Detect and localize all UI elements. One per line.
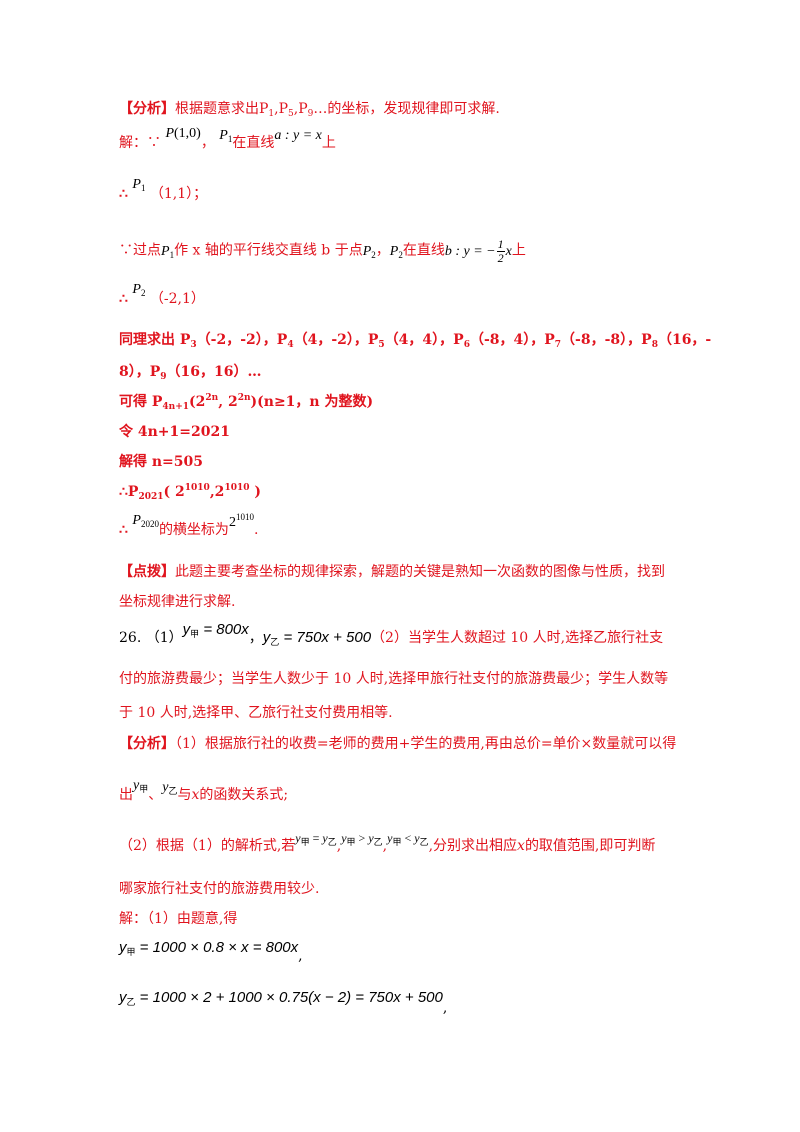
solution-line-10: ∴P2021( 21010,21010 ) xyxy=(119,483,261,502)
solution-line-1: 解：∵ P(1,0)， P1在直线a : y = x上 xyxy=(119,126,336,151)
tip-line-2: 坐标规律进行求解. xyxy=(119,594,236,610)
tip-tag: 【点拨】 xyxy=(119,564,175,580)
q26-analysis-line-1: 【分析】（1）根据旅行社的收费=老师的费用+学生的费用,再由总价=单价×数量就可… xyxy=(119,736,677,752)
solution-line-6: 8），P9（16，16）… xyxy=(119,364,262,382)
q26-solution-line-2: y甲 = 1000 × 0.8 × x = 800x, xyxy=(119,939,303,964)
q26-answer-line-2: 付的旅游费最少；当学生人数少于 10 人时,选择甲旅行社支付的旅游费最少；学生人… xyxy=(119,671,669,687)
q26-answer-line-1: 26. （1）y甲 = 800x，y乙 = 750x + 500（2）当学生人数… xyxy=(119,621,664,647)
solution-line-7: 可得 P4n+1(22n, 22n)(n≥1，n 为整数) xyxy=(119,393,374,412)
solution-line-11: ∴ P2020的横坐标为21010. xyxy=(119,512,259,539)
line-a-equation: a : y = x xyxy=(274,128,322,143)
solution-line-8: 令 4n+1=2021 xyxy=(119,424,230,440)
solution-line-5: 同理求出 P3（-2，-2），P4（4，-2），P5（4，4），P6（-8，4）… xyxy=(119,332,712,350)
analysis-tag: 【分析】 xyxy=(119,101,175,117)
tip-line-1: 【点拨】此题主要考查坐标的规律探索，解题的关键是熟知一次函数的图像与性质，找到 xyxy=(119,564,665,580)
question-number: 26. xyxy=(119,630,142,646)
point-p-math: P(1,0) xyxy=(165,126,201,141)
analysis-line-1: 【分析】根据题意求出P1,P5,P9…的坐标，发现规律即可求解. xyxy=(119,101,500,119)
q26-analysis-line-3: （2）根据（1）的解析式,若y甲 = y乙,y甲 > y乙,y甲 < y乙,分别… xyxy=(119,831,656,854)
q26-answer-line-3: 于 10 人时,选择甲、乙旅行社支付费用相等. xyxy=(119,705,393,721)
q26-analysis-line-4: 哪家旅行社支付的旅游费用较少. xyxy=(119,881,320,897)
solution-line-9: 解得 n=505 xyxy=(119,454,204,470)
solution-line-4: ∴ P2 （-2,1） xyxy=(119,282,205,307)
q26-analysis-line-2: 出y甲、y乙与x的函数关系式; xyxy=(119,778,289,803)
q26-solution-line-1: 解：（1）由题意,得 xyxy=(119,911,238,927)
solution-line-3: ∵过点P1作 x 轴的平行线交直线 b 于点P2，P2在直线b : y = −1… xyxy=(119,237,526,265)
q26-solution-line-3: y乙 = 1000 × 2 + 1000 × 0.75(x − 2) = 750… xyxy=(119,989,448,1016)
solution-line-2: ∴ P1 （1,1）； xyxy=(119,177,208,202)
